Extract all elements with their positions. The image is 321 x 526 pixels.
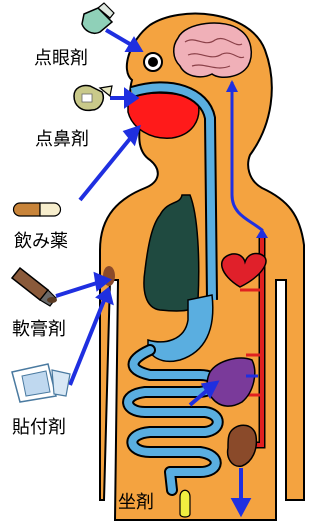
label-nasal-drops: 点鼻剤 [35, 130, 89, 150]
arrow-eye [106, 30, 140, 50]
ointment-tube-icon [12, 268, 57, 306]
label-patch: 貼付剤 [12, 418, 66, 438]
label-suppository: 坐剤 [118, 493, 154, 513]
label-ointment: 軟膏剤 [12, 320, 66, 340]
label-oral-medicine: 飲み薬 [14, 232, 68, 252]
nasal-drops-bottle-icon [74, 85, 112, 110]
label-eye-drops: 点眼剤 [34, 49, 88, 69]
eye-drops-bottle-icon [82, 3, 114, 33]
capsule-icon [14, 203, 61, 216]
suppository-icon [180, 490, 190, 517]
patch-icon [12, 364, 70, 402]
arrow-nose [110, 91, 136, 105]
brain [174, 23, 252, 77]
